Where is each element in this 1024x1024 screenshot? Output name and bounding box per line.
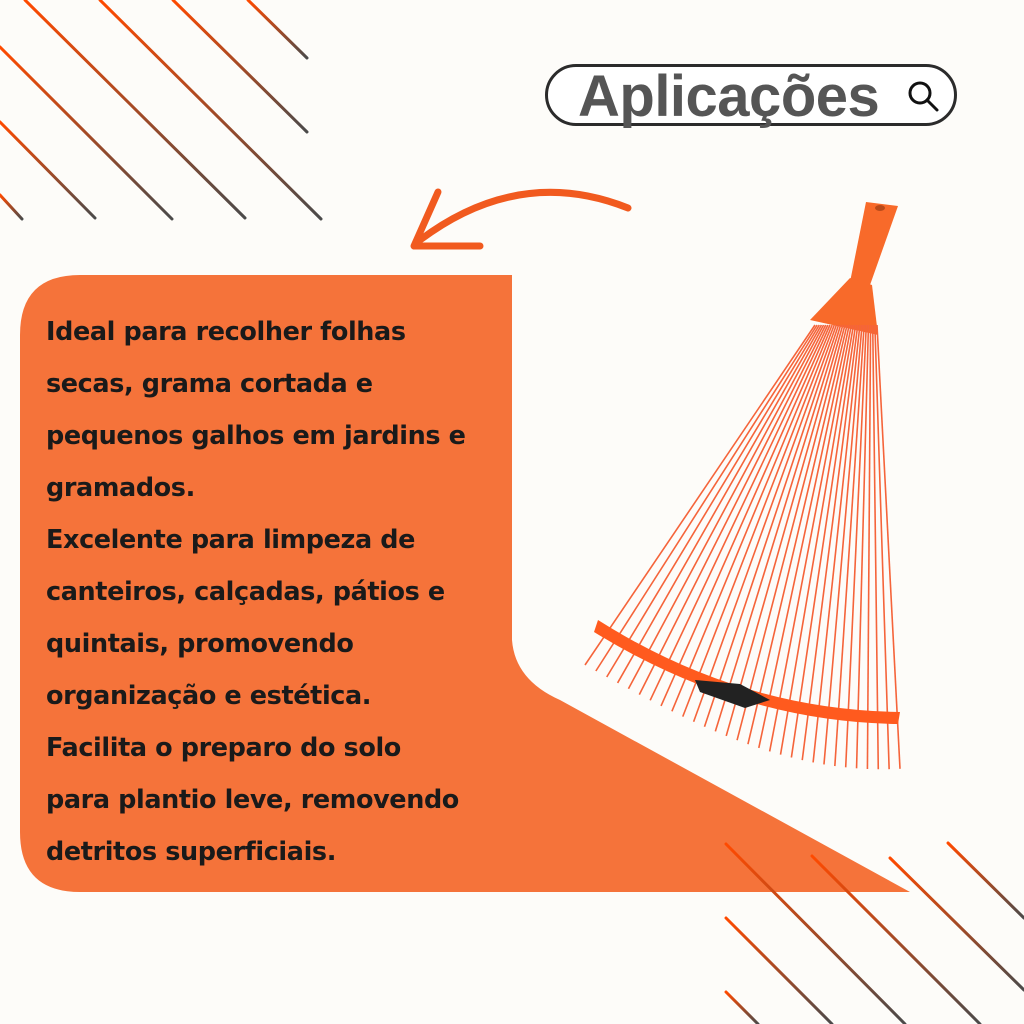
rake-tine: [874, 324, 890, 770]
rake-tine: [823, 324, 863, 765]
rake-tine: [725, 324, 844, 737]
rake-tine: [758, 324, 850, 749]
diagonal-lines-top-left: [0, 0, 323, 221]
rake-tine: [703, 324, 840, 727]
rake-image: [584, 202, 901, 770]
rake-tine: [812, 324, 861, 763]
rake-tine: [834, 324, 865, 767]
rake-tine: [584, 324, 816, 666]
orange-text-panel: [20, 275, 910, 892]
rake-tine: [649, 324, 829, 701]
rake-tine: [801, 324, 859, 761]
rake-tine: [844, 324, 868, 768]
description-line: organização e estética.: [46, 681, 372, 711]
rake-tine: [682, 324, 835, 717]
rake-tine: [627, 324, 825, 690]
diagonal-lines-bottom-right: [724, 841, 1024, 1024]
description-line: Excelente para limpeza de: [46, 525, 416, 555]
applications-description: Ideal para recolher folhas secas, grama c…: [46, 306, 466, 878]
search-bar-title: Aplicações: [545, 64, 957, 129]
rake-tine: [768, 324, 853, 752]
rake-tine: [736, 324, 846, 741]
rake-tine: [714, 324, 842, 732]
search-icon: [908, 81, 939, 112]
rake-tine: [871, 324, 880, 770]
rake-tine: [638, 324, 827, 695]
arrow-left-icon: [410, 188, 632, 250]
rake-tine: [855, 324, 870, 769]
rake-tine: [790, 324, 857, 758]
rake-tine: [876, 324, 901, 769]
rake-tine: [866, 324, 872, 769]
description-line: secas, grama cortada e: [46, 369, 373, 399]
description-line: gramados.: [46, 473, 195, 503]
rake-tine: [779, 324, 855, 755]
description-line: pequenos galhos em jardins e: [46, 421, 466, 451]
page-title: Aplicações: [578, 64, 880, 129]
description-line: para plantio leve, removendo: [46, 785, 459, 815]
description-line: quintais, promovendo: [46, 629, 354, 659]
rake-tine: [747, 324, 848, 745]
rake-tine: [671, 324, 833, 712]
rake-tine: [606, 324, 820, 678]
rake-tine: [595, 324, 818, 672]
description-line: Ideal para recolher folhas: [46, 317, 406, 347]
rake-tine: [692, 324, 838, 723]
description-line: detritos superficiais.: [46, 837, 336, 867]
rake-tine: [616, 324, 823, 684]
description-line: Facilita o preparo do solo: [46, 733, 401, 763]
description-line: canteiros, calçadas, pátios e: [46, 577, 445, 607]
rake-tine: [660, 324, 831, 707]
